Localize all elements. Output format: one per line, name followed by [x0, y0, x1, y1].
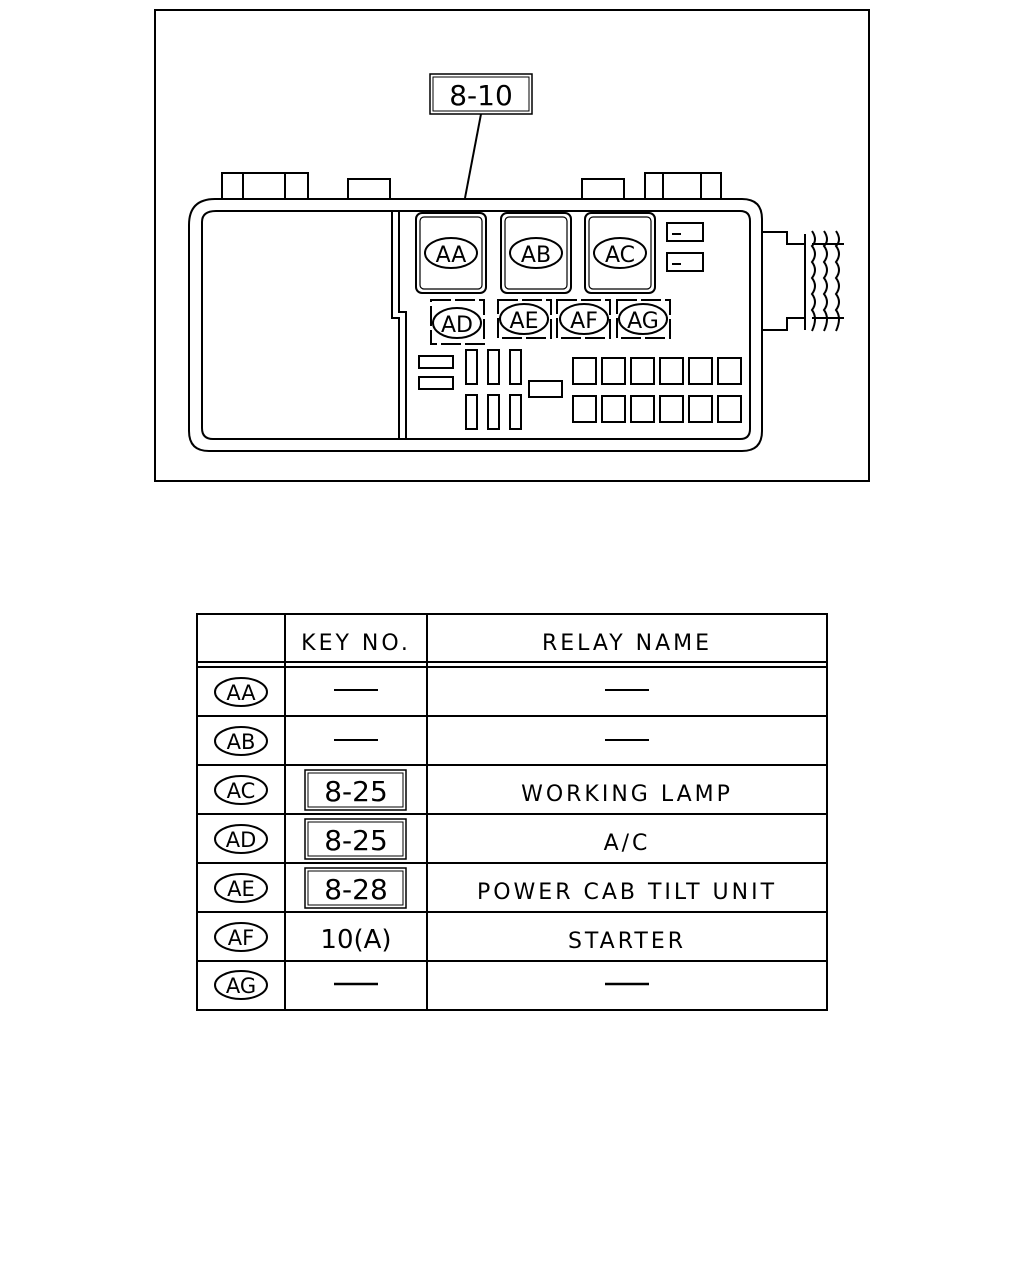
diagram-frame [154, 9, 870, 482]
row-id: AB [227, 730, 256, 754]
relay-ag-label: AG [627, 309, 659, 334]
row-id: AE [227, 877, 255, 901]
relay-ab: AB [500, 212, 572, 294]
table-row: AE 8-28 POWER CAB TILT UNIT [214, 867, 777, 909]
relay-table: KEY NO. RELAY NAME [196, 613, 828, 1011]
table-row: AC 8-25 WORKING LAMP [214, 769, 733, 811]
relay-ac-label: AC [605, 243, 635, 268]
relay-ad-label: AD [441, 313, 473, 338]
relay-ae-label: AE [510, 309, 539, 334]
fuse-block [418, 349, 742, 430]
relay-name: WORKING LAMP [521, 782, 733, 807]
relay-aa-label: AA [436, 243, 467, 268]
relay-ad: AD [430, 299, 485, 345]
relay-ag: AG [616, 299, 671, 339]
row-id: AC [227, 779, 256, 803]
small-terminals [666, 222, 704, 272]
row-id: AG [226, 974, 256, 998]
table-row: AF 10(A) STARTER [214, 922, 686, 955]
relay-name: STARTER [568, 929, 686, 954]
key-no: 10(A) [320, 925, 391, 955]
key-no: 8-25 [324, 775, 388, 808]
key-no: 8-25 [324, 824, 388, 857]
table-row: AG [214, 970, 649, 1000]
row-id: AD [226, 828, 257, 852]
relay-ac: AC [584, 212, 656, 294]
table-row: AB [214, 726, 649, 756]
table-row: AA [214, 677, 649, 707]
key-reference-label: 8-10 [449, 79, 513, 112]
relay-af: AF [556, 299, 611, 339]
relay-name: POWER CAB TILT UNIT [477, 880, 777, 905]
relay-ab-label: AB [521, 243, 551, 268]
header-key-no: KEY NO. [301, 631, 411, 656]
relay-name: A/C [604, 831, 651, 856]
row-id: AA [226, 681, 256, 705]
relay-af-label: AF [570, 309, 598, 334]
header-relay-name: RELAY NAME [542, 631, 712, 656]
table-row: AD 8-25 A/C [214, 818, 651, 860]
relay-ae: AE [497, 299, 552, 339]
relay-aa: AA [415, 212, 487, 294]
key-reference: 8-10 [429, 73, 533, 199]
key-no: 8-28 [324, 873, 388, 906]
row-id: AF [228, 926, 254, 950]
